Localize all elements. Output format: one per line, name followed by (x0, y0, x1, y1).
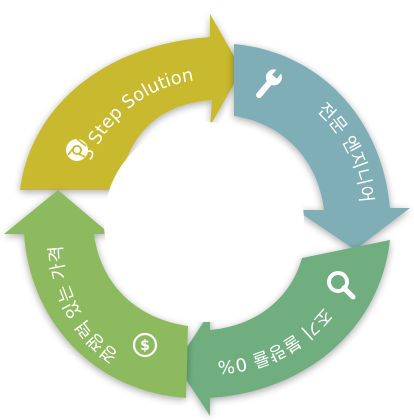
dollar-icon: $ (132, 332, 158, 358)
segment-engineer (234, 44, 410, 250)
segment-price (4, 190, 188, 398)
chrome-icon (66, 138, 88, 161)
svg-text:$: $ (140, 338, 150, 354)
search-icon (327, 271, 356, 300)
segment-diagnosis-shape (176, 240, 390, 416)
center-hole (104, 122, 304, 322)
segment-price-shape (4, 190, 188, 398)
segment-diagnosis (176, 240, 390, 416)
wrench-icon (256, 67, 283, 99)
segment-engineer-shape (234, 44, 410, 250)
